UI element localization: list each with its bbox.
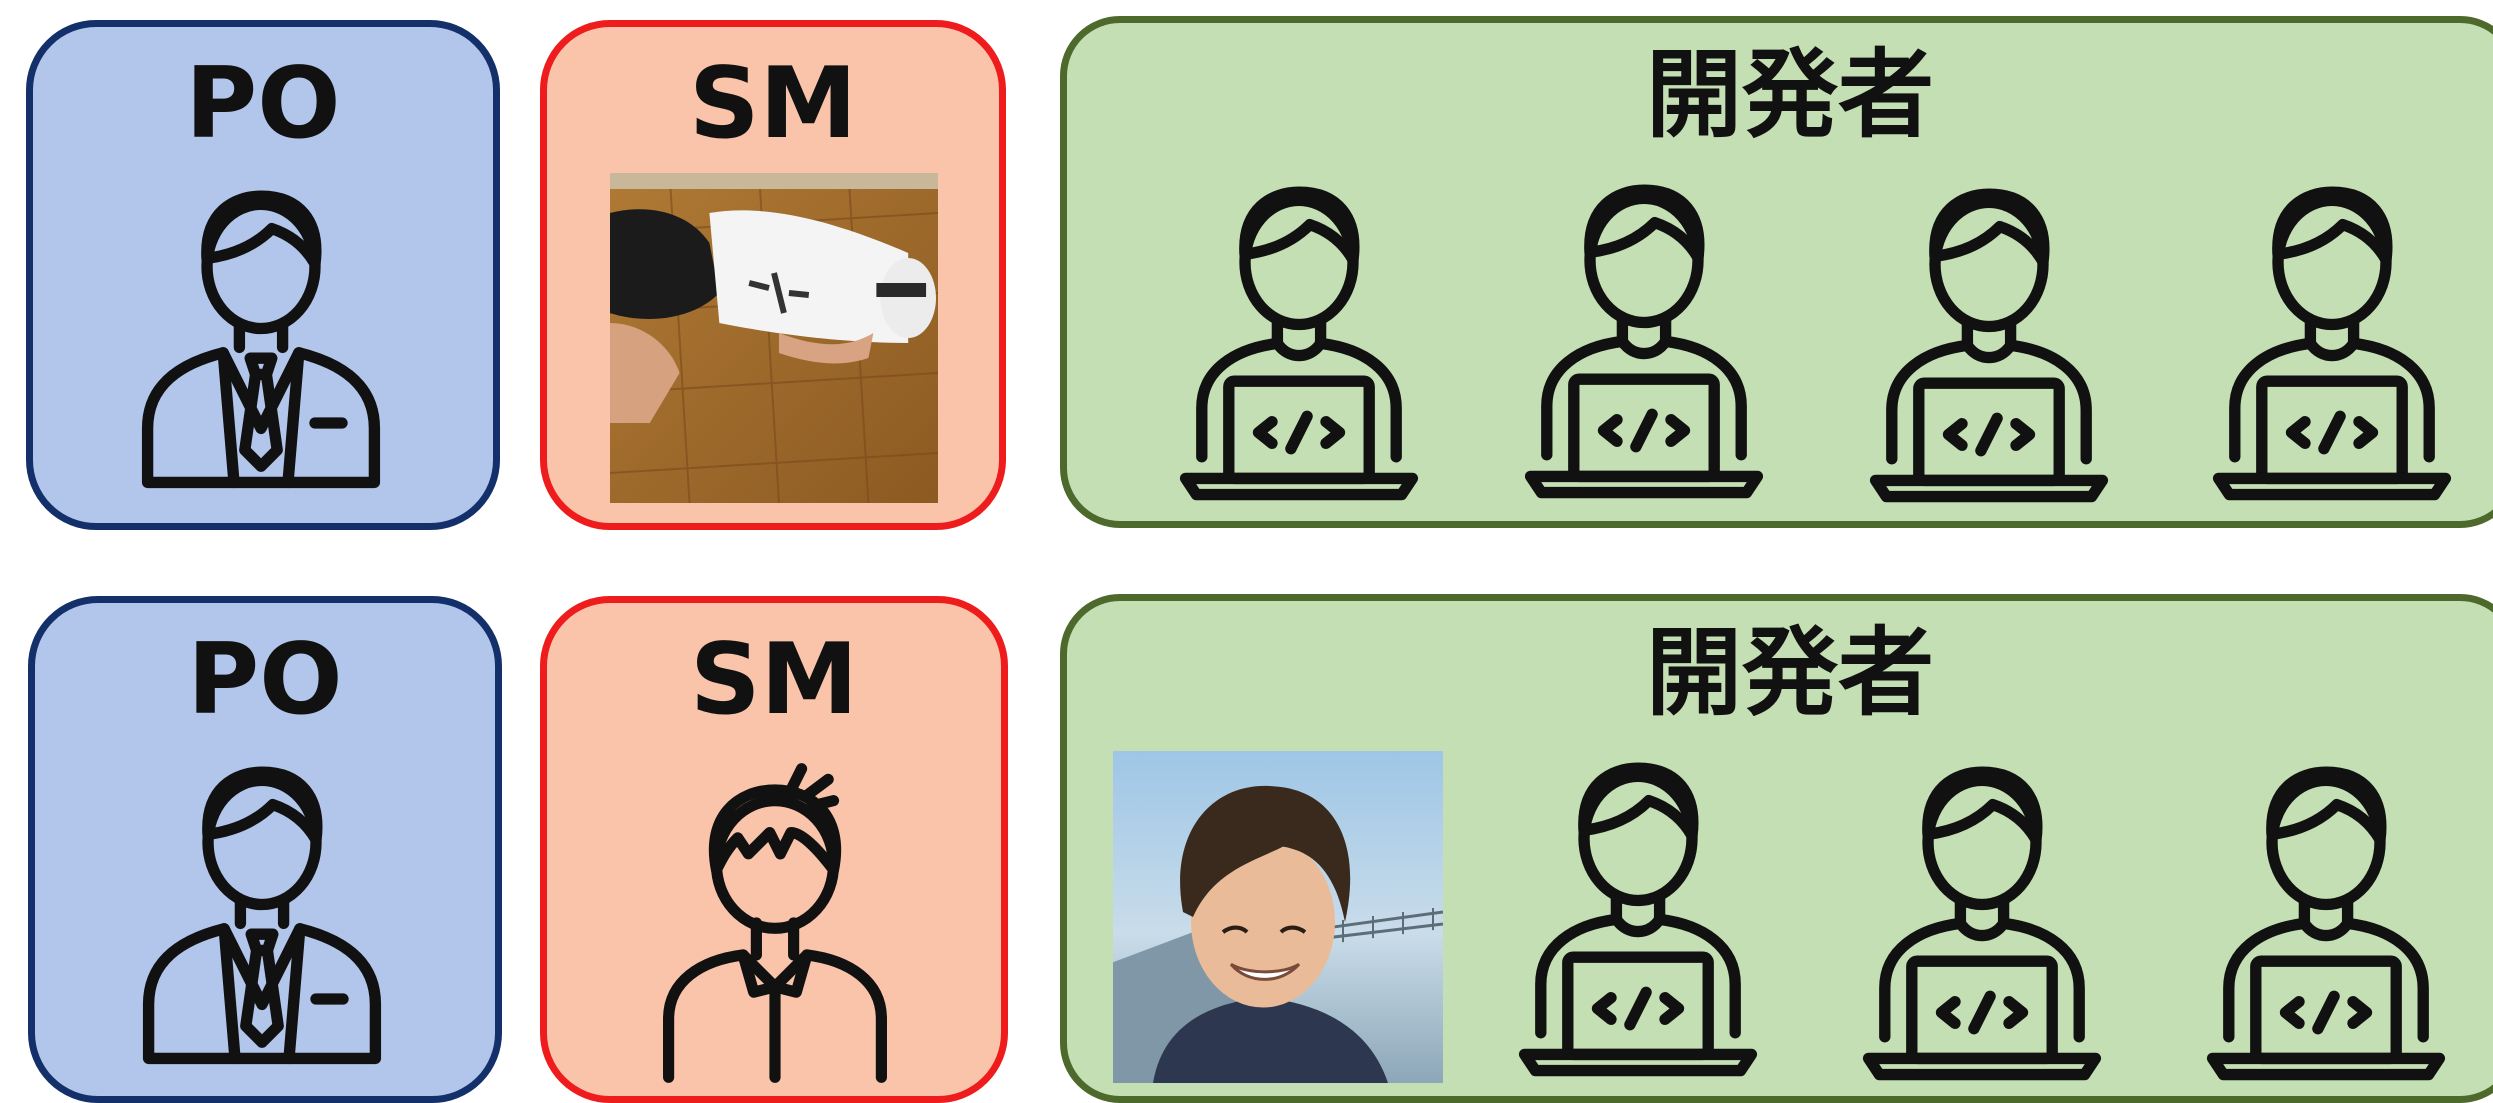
developers-box-row1: 開発者 bbox=[1060, 16, 2493, 528]
developer-icon bbox=[1509, 171, 1779, 501]
person-icon bbox=[642, 763, 908, 1083]
po-title: PO bbox=[187, 623, 343, 737]
developer-icon bbox=[1847, 753, 2117, 1083]
developer-icon bbox=[1854, 175, 2124, 505]
po-box-row1: PO bbox=[26, 20, 500, 530]
developers-box-row2: 開発者 bbox=[1060, 594, 2493, 1103]
developer-icon bbox=[2191, 753, 2461, 1083]
businessman-icon bbox=[127, 753, 397, 1083]
po-title: PO bbox=[185, 47, 341, 161]
developers-title: 開発者 bbox=[1646, 39, 1934, 151]
photo-smiling-person bbox=[1113, 751, 1443, 1083]
sm-title: SM bbox=[689, 623, 859, 737]
developers-title: 開発者 bbox=[1646, 617, 1934, 729]
developer-icon bbox=[1164, 173, 1434, 503]
developer-icon bbox=[2197, 173, 2467, 503]
developer-icon bbox=[1503, 749, 1773, 1079]
sm-box-row2: SM bbox=[540, 596, 1008, 1103]
photo-sleeping-person bbox=[610, 173, 938, 503]
po-box-row2: PO bbox=[28, 596, 502, 1103]
businessman-icon bbox=[126, 177, 396, 507]
sm-box-row1: SM bbox=[540, 20, 1006, 530]
sm-title: SM bbox=[688, 47, 858, 161]
